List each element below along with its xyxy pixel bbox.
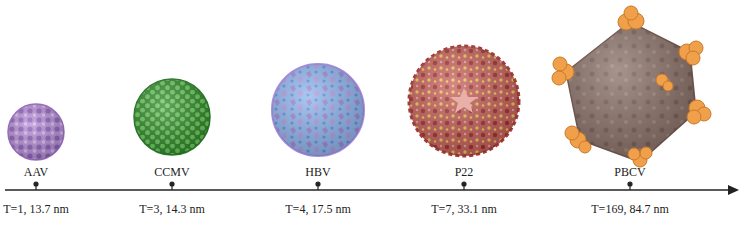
virus-name: HBV: [305, 165, 330, 179]
virus-name: CCMV: [154, 165, 189, 179]
triangulation-size-label: T=7, 33.1 nm: [431, 202, 496, 216]
axis-ticks: [34, 182, 632, 190]
triangulation-size-label: T=1, 13.7 nm: [3, 202, 68, 216]
triangulation-size-label: T=3, 14.3 nm: [139, 202, 204, 216]
virus-name: P22: [455, 165, 474, 179]
axis-arrowhead: [728, 185, 739, 195]
virus-name: PBCV: [614, 165, 645, 179]
triangulation-size-label: T=169, 84.7 nm: [591, 202, 668, 216]
timeline-axis: [5, 189, 730, 191]
virus-name: AAV: [24, 165, 48, 179]
triangulation-size-label: T=4, 17.5 nm: [285, 202, 350, 216]
